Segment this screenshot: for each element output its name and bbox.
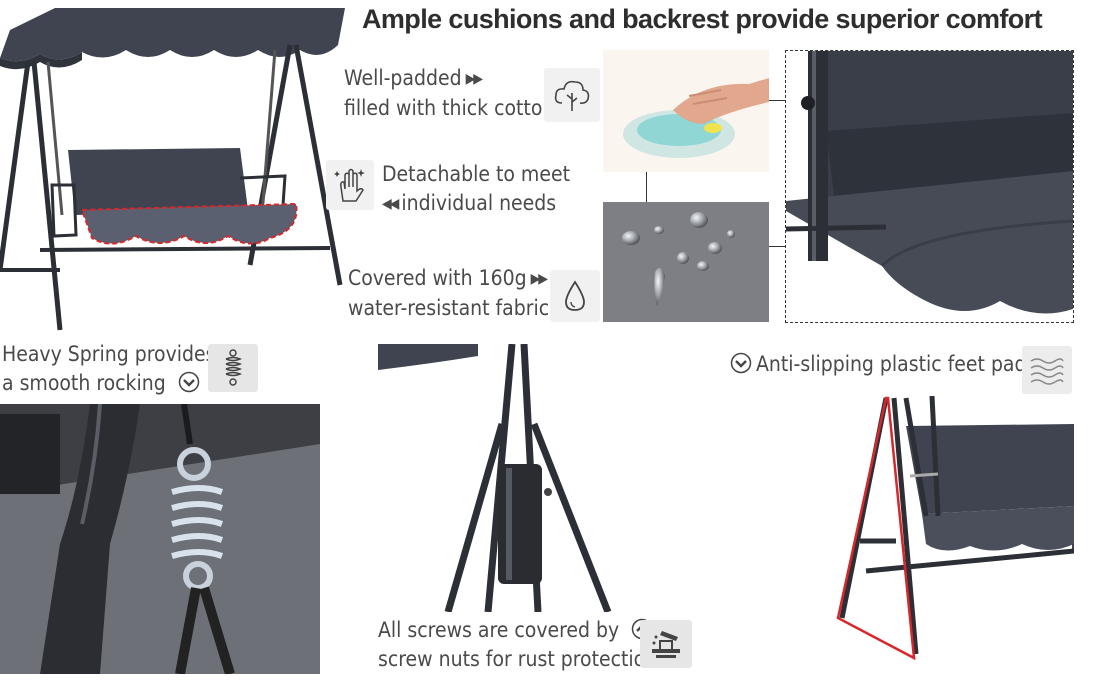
screw-joint-photo bbox=[378, 344, 628, 612]
seat-cushion-closeup-photo bbox=[785, 50, 1074, 323]
side-frame-photo bbox=[826, 396, 1074, 662]
swing-product-photo bbox=[0, 0, 345, 335]
circle-chevron-down-icon bbox=[730, 352, 752, 374]
spring-line1: Heavy Spring provides bbox=[2, 342, 216, 366]
cushion-touch-photo bbox=[603, 50, 769, 172]
double-arrow-right-icon: ▶▶ bbox=[530, 271, 548, 287]
feet-pads-feature-text: Anti-slipping plastic feet pads bbox=[730, 350, 1036, 379]
cloud-icon bbox=[544, 68, 600, 122]
padded-line2: filled with thick cotton bbox=[344, 96, 555, 120]
spring-closeup-photo bbox=[0, 404, 320, 674]
wave-pad-icon bbox=[1022, 346, 1072, 394]
water-drop-icon bbox=[550, 270, 600, 322]
circle-chevron-down-icon bbox=[178, 371, 200, 393]
connector-line bbox=[769, 100, 785, 101]
screws-feature-text: All screws are covered by screw nuts for… bbox=[378, 616, 663, 674]
connector-line bbox=[769, 246, 785, 247]
double-arrow-left-icon: ◀◀ bbox=[382, 196, 399, 212]
detachable-feature-text: Detachable to meet ◀◀individual needs bbox=[382, 160, 570, 219]
spring-icon bbox=[208, 344, 258, 392]
fabric-line1: Covered with 160g bbox=[348, 266, 527, 290]
fabric-line2: water-resistant fabric bbox=[348, 296, 550, 320]
spring-feature-text: Heavy Spring provides a smooth rocking bbox=[2, 340, 216, 398]
screw-nut-icon bbox=[640, 620, 692, 668]
screws-line2: screw nuts for rust protection. bbox=[378, 647, 664, 671]
fabric-feature-text: Covered with 160g▶▶ water-resistant fabr… bbox=[348, 264, 550, 323]
hand-sparkle-icon bbox=[326, 160, 374, 210]
padded-feature-text: Well-padded▶▶ filled with thick cotton bbox=[344, 64, 554, 123]
connector-line bbox=[646, 172, 647, 202]
spring-line2: a smooth rocking bbox=[2, 371, 166, 395]
double-arrow-right-icon: ▶▶ bbox=[465, 71, 483, 87]
water-resistant-fabric-photo bbox=[603, 202, 769, 322]
screws-line1: All screws are covered by bbox=[378, 618, 620, 642]
page-title: Ample cushions and backrest provide supe… bbox=[362, 4, 1043, 34]
detachable-line2: individual needs bbox=[401, 191, 557, 215]
padded-line1: Well-padded bbox=[344, 66, 462, 90]
detachable-line1: Detachable to meet bbox=[382, 162, 570, 186]
feet-pads-label: Anti-slipping plastic feet pads bbox=[756, 352, 1037, 376]
